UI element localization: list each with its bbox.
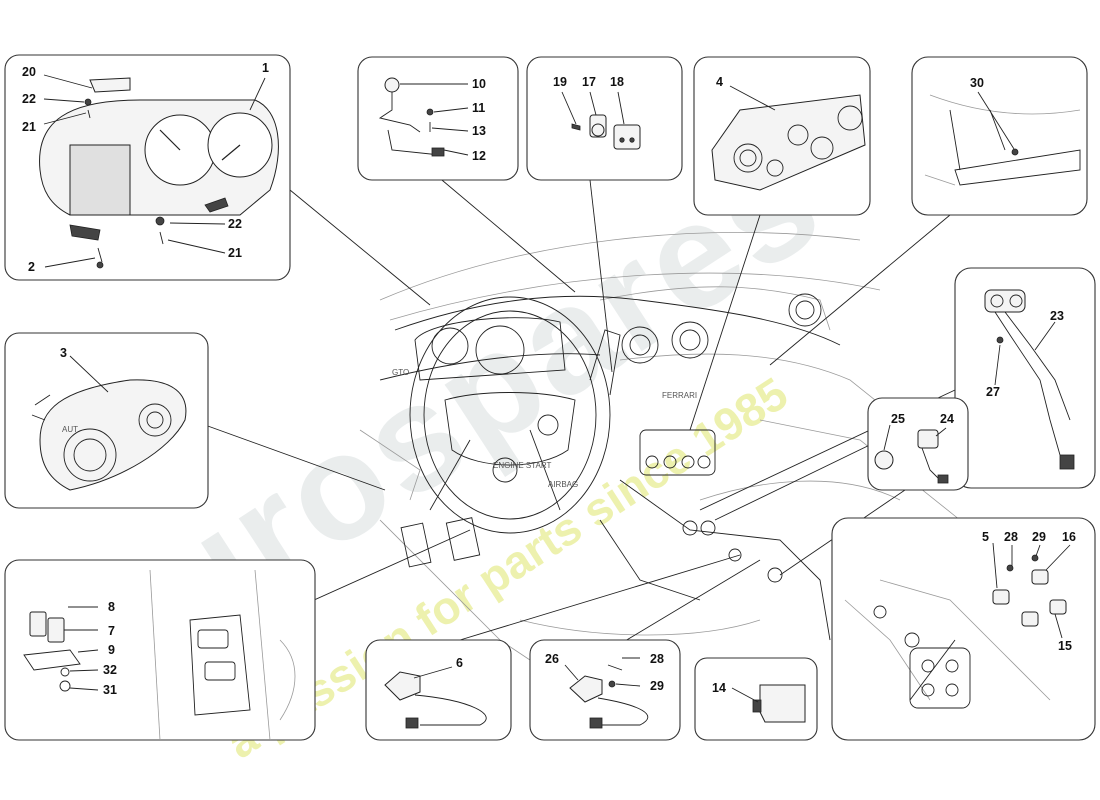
callout-28-sensor: 28 [650, 652, 664, 666]
callout-25: 25 [891, 412, 905, 426]
panel-sensor-6[interactable]: 6 [365, 639, 512, 741]
light-switch-body [39, 379, 187, 491]
panel-frame [4, 559, 316, 741]
callout-22-bottom: 22 [228, 217, 242, 231]
panel-frame [365, 639, 512, 741]
callout-27: 27 [986, 385, 1000, 399]
panel-light-switch[interactable]: AUT 3 [4, 332, 209, 509]
callout-11: 11 [472, 101, 485, 115]
callout-2: 2 [28, 260, 35, 274]
callout-19: 19 [553, 75, 567, 89]
callout-3: 3 [60, 346, 67, 360]
panel-climate-control[interactable]: 4 [693, 56, 871, 216]
callout-7: 7 [108, 624, 115, 638]
aut-label: AUT [62, 425, 78, 434]
panel-bracket-14[interactable]: 14 [694, 657, 818, 741]
airbag-label: AIRBAG [548, 480, 578, 489]
callout-12: 12 [472, 149, 486, 163]
callout-32: 32 [103, 663, 117, 677]
climate-unit [711, 94, 866, 191]
panel-frame [954, 267, 1096, 489]
callout-4: 4 [716, 75, 723, 89]
callout-9: 9 [108, 643, 115, 657]
cover-part [89, 77, 131, 93]
cluster-display [69, 144, 131, 216]
panel-instrument-cluster[interactable]: 1 2 20 22 21 22 21 [4, 54, 291, 281]
panel-sensor-26[interactable]: 26 28 29 [529, 639, 681, 741]
panel-door-switches[interactable]: 8 7 9 32 31 [4, 559, 316, 741]
gto-badge: GTO [392, 368, 409, 377]
callout-26: 26 [545, 652, 559, 666]
callout-29-console: 29 [1032, 530, 1046, 544]
callout-10: 10 [472, 77, 486, 91]
callout-29-sensor: 29 [650, 679, 664, 693]
panel-wiring-sensor[interactable]: 23 27 [954, 267, 1096, 489]
callout-5: 5 [982, 530, 989, 544]
panel-sensor-24-25[interactable]: 25 24 [867, 397, 969, 491]
panel-switch-module[interactable]: 19 17 18 [526, 56, 683, 181]
callout-23: 23 [1050, 309, 1064, 323]
panel-frame [529, 639, 681, 741]
leader-lines [204, 169, 956, 651]
panel-frame [831, 517, 1096, 741]
engine-start-label: ENGINE START [493, 461, 551, 470]
callout-18: 18 [610, 75, 624, 89]
callout-21-bottom: 21 [228, 246, 242, 260]
callout-24: 24 [940, 412, 954, 426]
callout-15: 15 [1058, 639, 1072, 653]
callout-22-top: 22 [22, 92, 36, 106]
plug-part [874, 450, 894, 470]
panel-console-switches[interactable]: 5 28 29 16 15 [831, 517, 1096, 741]
callout-28-console: 28 [1004, 530, 1018, 544]
callout-14: 14 [712, 681, 726, 695]
callout-6: 6 [456, 656, 463, 670]
panel-sensor-bracket[interactable]: 10 11 13 12 [357, 56, 519, 181]
callout-30: 30 [970, 76, 984, 90]
dashboard-overview: GTO AIRBAG ENGINE START FERRARI [359, 232, 961, 681]
callout-8: 8 [108, 600, 115, 614]
callout-13: 13 [472, 124, 486, 138]
callout-31: 31 [103, 683, 117, 697]
callout-16: 16 [1062, 530, 1076, 544]
panel-glovebox[interactable]: 30 [911, 56, 1088, 216]
ferrari-badge: FERRARI [662, 391, 697, 400]
callout-20: 20 [22, 65, 36, 79]
callout-1: 1 [262, 61, 269, 75]
callout-17: 17 [582, 75, 596, 89]
callout-21-top: 21 [22, 120, 36, 134]
